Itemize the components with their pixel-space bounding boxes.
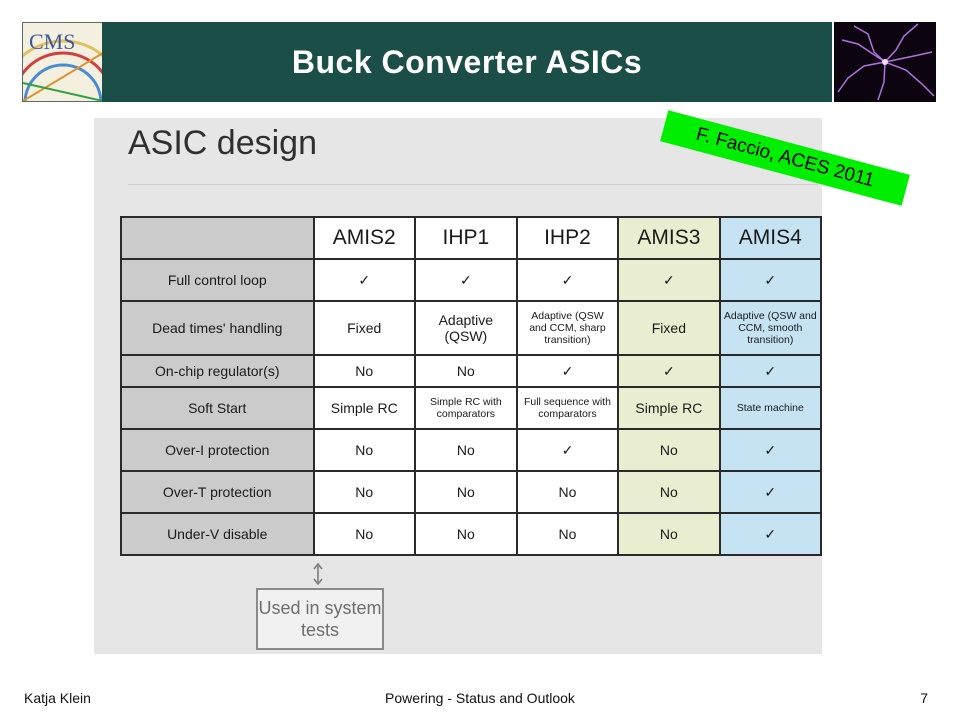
table-cell: No	[617, 470, 721, 514]
table-cell: No	[617, 512, 721, 556]
table-cell: No	[413, 354, 518, 388]
table-cell: No	[413, 470, 518, 514]
slide-header: CMS Buck Converter ASICs	[22, 22, 936, 102]
table-cell: Adaptive (QSW and CCM, smooth transition…	[718, 300, 823, 356]
table-row: Over-T protection No No No No ✓	[120, 470, 823, 514]
row-label: Full control loop	[120, 258, 315, 302]
row-label: Dead times' handling	[120, 300, 315, 356]
column-header: IHP2	[515, 216, 620, 260]
row-label: On-chip regulator(s)	[120, 354, 315, 388]
cms-logo-graphic	[23, 39, 103, 101]
table-cell: ✓	[515, 258, 620, 302]
system-tests-callout: Used in system tests	[256, 588, 384, 650]
column-header: IHP1	[413, 216, 518, 260]
table-row: Under-V disable No No No No ✓	[120, 512, 823, 556]
table-row: Dead times' handling Fixed Adaptive (QSW…	[120, 300, 823, 356]
table-cell: No	[413, 512, 518, 556]
cms-logo: CMS	[22, 22, 104, 102]
table-row: Over-I protection No No ✓ No ✓	[120, 428, 823, 472]
column-header: AMIS2	[312, 216, 416, 260]
table-cell: Fixed	[617, 300, 721, 356]
table-cell: State machine	[718, 386, 823, 430]
table-header-row: AMIS2 IHP1 IHP2 AMIS3 AMIS4	[120, 216, 823, 260]
table-cell: ✓	[312, 258, 416, 302]
page-title: Buck Converter ASICs	[291, 43, 643, 80]
table-row: On-chip regulator(s) No No ✓ ✓ ✓	[120, 354, 823, 388]
table-cell: Adaptive (QSW)	[413, 300, 518, 356]
column-header: AMIS3	[617, 216, 721, 260]
table-cell: ✓	[515, 428, 620, 472]
table-cell: Full sequence with comparators	[515, 386, 620, 430]
table-cell: ✓	[718, 512, 823, 556]
table-cell: Simple RC	[312, 386, 416, 430]
table-cell: Adaptive (QSW and CCM, sharp transition)	[515, 300, 620, 356]
row-label: Over-T protection	[120, 470, 315, 514]
table-cell: ✓	[617, 258, 721, 302]
logo-text: CMS	[29, 29, 76, 54]
table-cell: ✓	[617, 354, 721, 388]
table-cell: No	[312, 512, 416, 556]
row-label: Under-V disable	[120, 512, 315, 556]
slide-image: ASIC design AMIS2 IHP1 IHP2 AMIS3 AMIS4 …	[94, 118, 823, 654]
table-cell: No	[312, 354, 416, 388]
asic-comparison-table: AMIS2 IHP1 IHP2 AMIS3 AMIS4 Full control…	[120, 216, 823, 556]
table-cell: No	[617, 428, 721, 472]
table-cell: ✓	[413, 258, 518, 302]
table-cell: ✓	[718, 428, 823, 472]
title-bar: Buck Converter ASICs	[102, 22, 832, 102]
row-label: Over-I protection	[120, 428, 315, 472]
plasma-lightning-image	[834, 22, 936, 102]
row-label: Soft Start	[120, 386, 315, 430]
slide-heading: ASIC design	[128, 124, 317, 162]
table-cell: ✓	[718, 354, 823, 388]
footer-author: Katja Klein	[24, 690, 91, 706]
table-cell: ✓	[515, 354, 620, 388]
lightning-graphic	[837, 23, 935, 101]
table-cell: ✓	[718, 470, 823, 514]
double-arrow-icon	[313, 562, 323, 586]
table-row: Full control loop ✓ ✓ ✓ ✓ ✓	[120, 258, 823, 302]
table-corner-cell	[120, 216, 315, 260]
table-cell: Simple RC with comparators	[413, 386, 518, 430]
table-cell: Fixed	[312, 300, 416, 356]
table-cell: ✓	[718, 258, 823, 302]
table-cell: No	[413, 428, 518, 472]
table-row: Soft Start Simple RC Simple RC with comp…	[120, 386, 823, 430]
table-cell: No	[515, 470, 620, 514]
heading-divider	[128, 184, 818, 185]
table-cell: No	[312, 428, 416, 472]
footer-talk-title: Powering - Status and Outlook	[385, 690, 575, 706]
table-cell: No	[515, 512, 620, 556]
table-cell: Simple RC	[617, 386, 721, 430]
footer-page-number: 7	[920, 690, 928, 706]
column-header: AMIS4	[718, 216, 823, 260]
table-cell: No	[312, 470, 416, 514]
